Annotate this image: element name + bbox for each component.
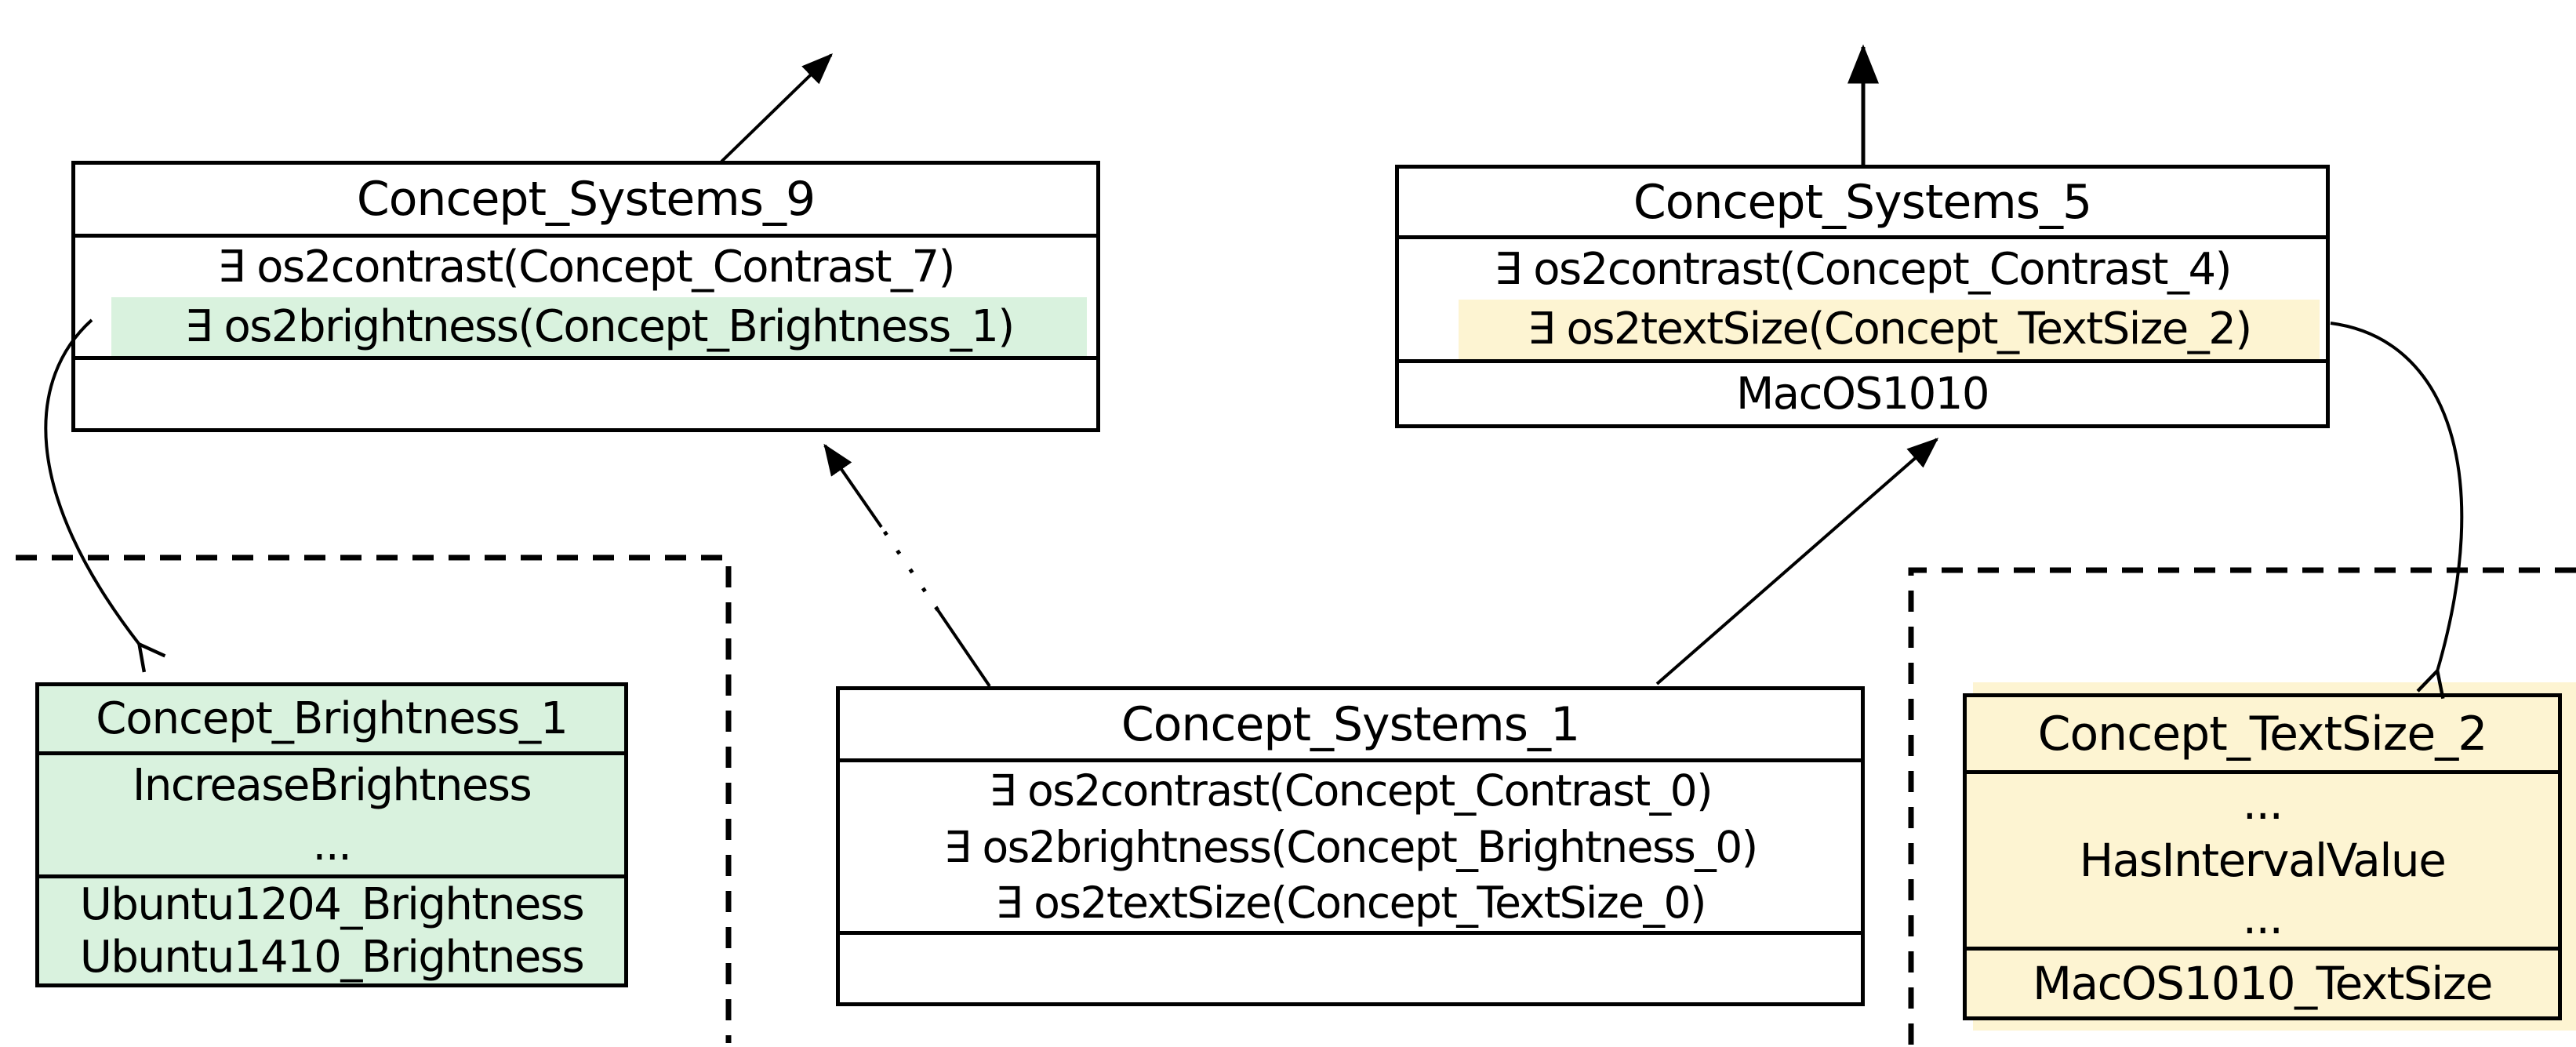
- node-title: Concept_Systems_1: [1121, 696, 1580, 752]
- individual-row: MacOS1010_TextSize: [2033, 957, 2493, 1010]
- attribute-row: ∃ os2contrast(Concept_Contrast_4): [1494, 243, 2232, 295]
- attribute-row: ∃ os2contrast(Concept_Contrast_0): [988, 765, 1713, 816]
- attribute-row: ∃ os2contrast(Concept_Contrast_7): [217, 242, 955, 293]
- attributes-section: ... HasIntervalValue ...: [1967, 770, 2558, 947]
- node-title: Concept_Brightness_1: [96, 693, 569, 744]
- ellipsis-row: ...: [2242, 776, 2284, 830]
- node-concept-systems-5: Concept_Systems_5 ∃ os2contrast(Concept_…: [1395, 165, 2330, 428]
- individuals-section: Ubuntu1204_Brightness Ubuntu1410_Brightn…: [39, 874, 624, 983]
- attribute-row-highlighted-green: ∃ os2brightness(Concept_Brightness_1): [111, 296, 1087, 356]
- attributes-section: ∃ os2contrast(Concept_Contrast_4) ∃ os2t…: [1399, 235, 2326, 359]
- node-concept-textsize-2: Concept_TextSize_2 ... HasIntervalValue …: [1963, 693, 2562, 1020]
- attributes-section: ∃ os2contrast(Concept_Contrast_0) ∃ os2b…: [840, 758, 1861, 931]
- attributes-section: ∃ os2contrast(Concept_Contrast_7) ∃ os2b…: [75, 234, 1096, 356]
- node-title: Concept_Systems_9: [356, 172, 816, 227]
- edge-systems1-to-systems9-dotted: [882, 530, 940, 612]
- ellipsis-row: ...: [2242, 891, 2284, 945]
- attribute-row: IncreaseBrightness: [132, 759, 532, 811]
- attribute-row-highlighted-yellow: ∃ os2textSize(Concept_TextSize_2): [1459, 299, 2320, 359]
- edge-systems1-to-systems5: [1655, 438, 1939, 685]
- individual-row: Ubuntu1410_Brightness: [79, 932, 585, 983]
- individual-row: MacOS1010: [1735, 368, 1990, 420]
- ellipsis-row: ...: [312, 819, 352, 871]
- node-concept-systems-1: Concept_Systems_1 ∃ os2contrast(Concept_…: [836, 686, 1865, 1006]
- node-concept-brightness-1: Concept_Brightness_1 IncreaseBrightness …: [35, 682, 628, 987]
- edge-systems9-up-arrow: [720, 53, 834, 163]
- node-concept-systems-9: Concept_Systems_9 ∃ os2contrast(Concept_…: [71, 161, 1100, 432]
- edge-systems1-to-systems9-head: [823, 443, 883, 529]
- individuals-section: MacOS1010: [1399, 359, 2326, 424]
- edge-systems1-to-systems9-tail: [936, 609, 991, 688]
- attribute-row: HasIntervalValue: [2079, 833, 2447, 887]
- individual-row: Ubuntu1204_Brightness: [79, 879, 585, 930]
- individuals-section: MacOS1010_TextSize: [1967, 947, 2558, 1016]
- individuals-section-empty: [75, 356, 1096, 428]
- attributes-section: IncreaseBrightness ...: [39, 751, 624, 874]
- attribute-row: ∃ os2textSize(Concept_TextSize_0): [995, 878, 1707, 929]
- edge-textsize-row-to-textsize-node: [2330, 322, 2464, 671]
- individuals-section-empty: [840, 931, 1861, 1002]
- attribute-row: ∃ os2brightness(Concept_Brightness_0): [943, 821, 1758, 872]
- node-title: Concept_Systems_5: [1633, 174, 2092, 230]
- node-title: Concept_TextSize_2: [2037, 706, 2488, 762]
